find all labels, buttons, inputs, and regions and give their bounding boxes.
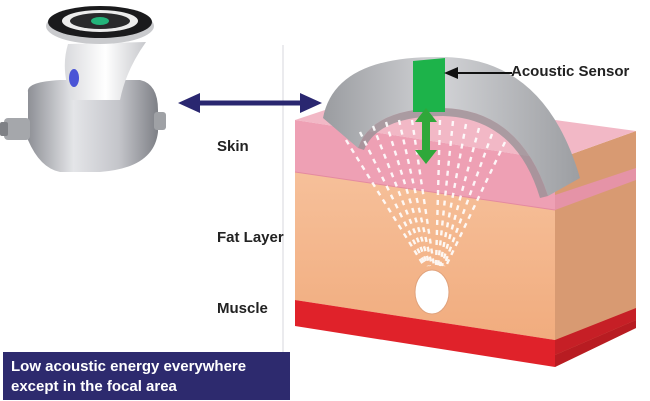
- acoustic-sensor: [413, 58, 445, 112]
- double-arrow: [178, 93, 322, 113]
- caption-line-2: except in the focal area: [11, 378, 177, 395]
- caption-line-1: Low acoustic energy everywhere: [11, 358, 247, 375]
- green-double-arrow: [415, 108, 437, 164]
- ultrasound-beams: [344, 119, 507, 267]
- sensor-pointer-arrow: [444, 67, 512, 79]
- skin-label: Skin: [217, 138, 249, 155]
- ultrasound-handpiece-icon: [0, 6, 166, 172]
- caption-box: Low acoustic energy everywhere except in…: [3, 352, 290, 400]
- acoustic-sensor-label: Acoustic Sensor: [511, 63, 630, 80]
- fat-layer-label: Fat Layer: [217, 229, 284, 246]
- muscle-label: Muscle: [217, 300, 268, 317]
- transducer-dome: [323, 56, 580, 198]
- focal-zone-icon: [414, 269, 450, 315]
